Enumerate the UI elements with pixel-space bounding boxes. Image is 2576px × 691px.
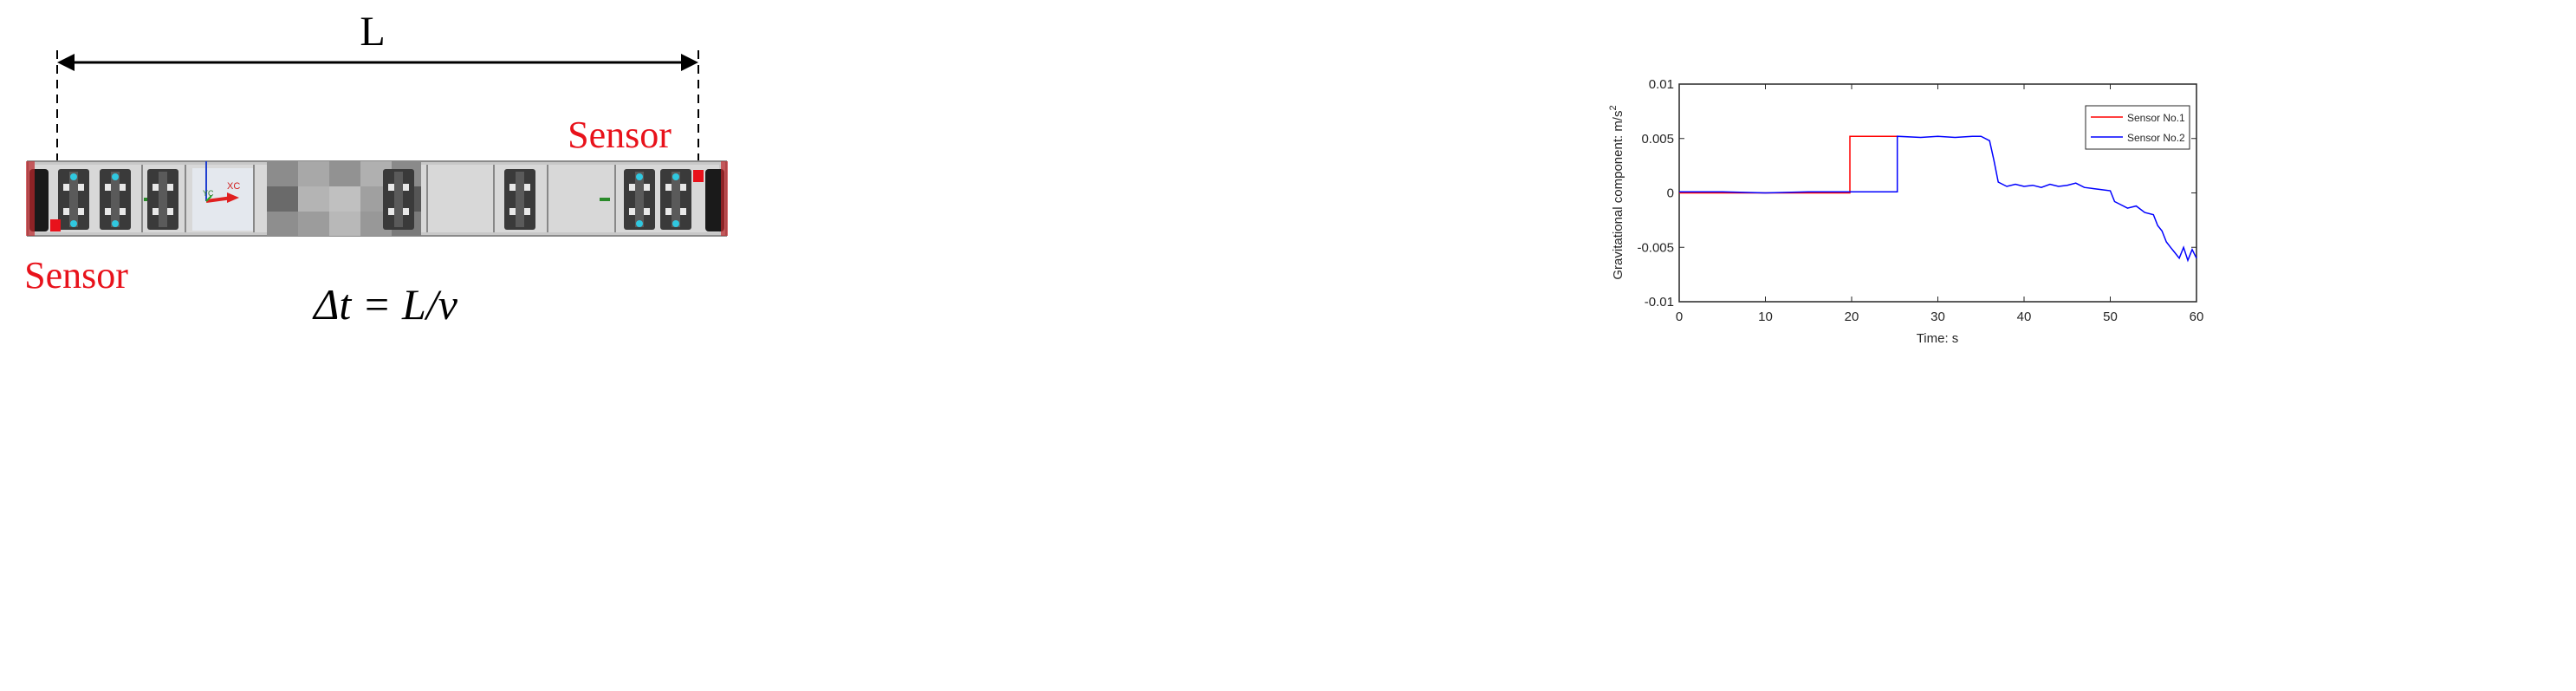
x-axis-ticks: 0 10 20 30 40 50 60 <box>1676 84 2204 324</box>
length-label: L <box>360 9 385 55</box>
sensor-left-label: Sensor <box>24 254 128 297</box>
y-tick-label: -0.01 <box>1645 295 1674 310</box>
legend: Sensor No.1 Sensor No.2 <box>2085 105 2190 150</box>
sensor-right-label: Sensor <box>568 114 672 156</box>
axis-tag-xc: XC <box>227 181 240 192</box>
x-tick-label: 10 <box>1758 310 1773 324</box>
x-tick-label: 20 <box>1845 310 1859 324</box>
bogie <box>660 169 691 230</box>
acceleration-chart: 0 10 20 30 40 50 60 -0.01 -0.005 0 0.005 0.01 Time… <box>1608 77 2204 346</box>
x-tick-label: 60 <box>2190 310 2204 324</box>
y-tick-label: 0.01 <box>1649 77 1674 92</box>
train-sensor-diagram: L Sensor Sensor <box>24 9 728 329</box>
axis-tag-yc: YC <box>203 189 214 198</box>
y-tick-label: 0 <box>1667 186 1674 201</box>
x-tick-label: 30 <box>1930 310 1945 324</box>
y-axis-label-superscript: 2 <box>1608 105 1619 110</box>
bogie-group <box>58 169 691 230</box>
dimension-arrow <box>57 54 698 71</box>
train-car <box>26 160 728 237</box>
legend-box <box>2085 105 2190 150</box>
coordinate-axes-icon: YC XC <box>203 161 240 203</box>
formula: Δt = L/v <box>312 280 458 329</box>
y-axis-ticks: -0.01 -0.005 0 0.005 0.01 <box>1637 77 2196 310</box>
sensor-marker-left <box>50 219 61 231</box>
legend-label-sensor-1: Sensor No.1 <box>2127 112 2185 124</box>
bogie <box>100 169 131 230</box>
bogie <box>504 169 535 230</box>
y-axis-label-text: Gravitational component: m/s <box>1611 111 1625 280</box>
y-tick-label: 0.005 <box>1641 132 1674 147</box>
x-axis-label: Time: s <box>1917 331 1959 346</box>
bogie <box>147 169 178 230</box>
bogie <box>624 169 655 230</box>
bogie <box>383 169 414 230</box>
x-tick-label: 0 <box>1676 310 1683 324</box>
y-tick-label: -0.005 <box>1637 240 1674 255</box>
x-tick-label: 50 <box>2103 310 2118 324</box>
y-axis-label: Gravitational component: m/s2 <box>1608 105 1625 279</box>
series-line-sensor-2 <box>1679 135 2197 263</box>
series-layer <box>1679 135 2197 263</box>
x-tick-label: 40 <box>2017 310 2032 324</box>
legend-label-sensor-2: Sensor No.2 <box>2127 132 2185 144</box>
bogie <box>58 169 89 230</box>
sensor-marker-right <box>693 170 704 182</box>
